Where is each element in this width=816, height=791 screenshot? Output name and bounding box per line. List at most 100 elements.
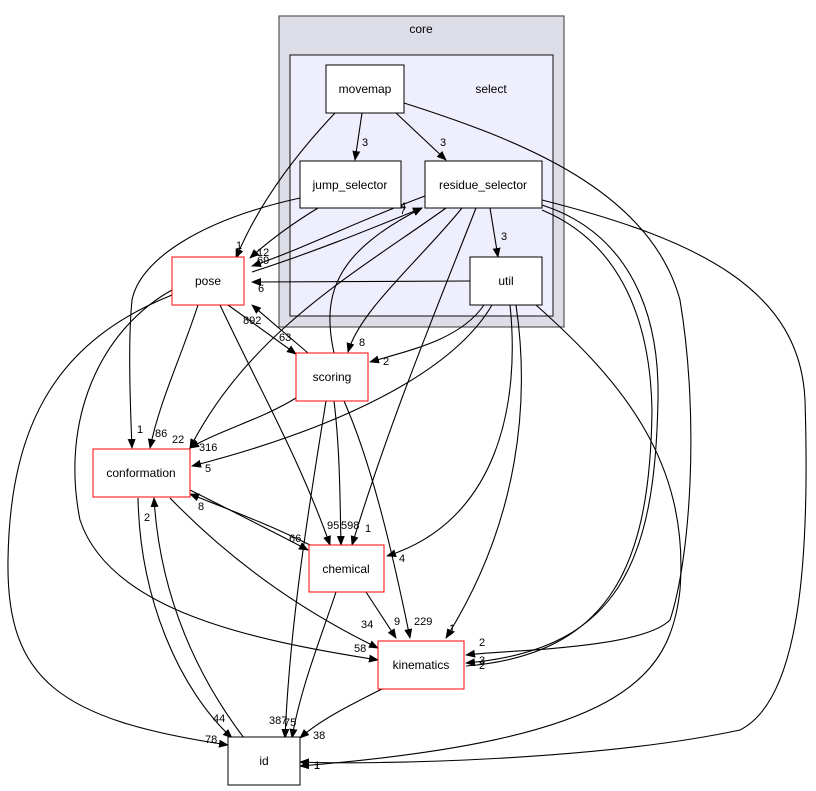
edge-label: 66 (289, 533, 301, 545)
cluster-core-label: core (409, 22, 433, 36)
edge-label: 2 (479, 660, 485, 672)
edge-kinematics-id (299, 687, 385, 739)
edge-conformation-kinematics (169, 497, 379, 649)
edge-pose-chemical (219, 304, 331, 546)
edge-scoring-pose (251, 304, 309, 354)
edge-label: 6 (258, 283, 264, 295)
edge-label: 78 (205, 734, 217, 746)
edge-residue_selector-scoring (346, 207, 463, 353)
edge-chemical-id (289, 591, 337, 739)
edge-label: 1 (137, 424, 143, 436)
node-label: scoring (313, 370, 352, 384)
edge-id-conformation (150, 497, 245, 739)
edge-label: 1 (314, 760, 320, 772)
node-label: pose (195, 274, 221, 288)
node-pose[interactable]: pose (171, 256, 245, 306)
edge-movemap-pose (235, 112, 336, 259)
node-conformation[interactable]: conformation (92, 448, 191, 498)
node-label: conformation (106, 466, 175, 480)
edge-pose-residue_selector (251, 207, 423, 273)
edge-label: 387 (269, 715, 287, 727)
edge-label: 5 (205, 463, 211, 475)
edge-label: 3 (440, 137, 446, 149)
edge-residue_selector-kinematics-2 (465, 209, 653, 667)
edge-jump_selector-conformation (127, 197, 301, 449)
node-kinematics[interactable]: kinematics (377, 640, 465, 690)
edge-residue_selector-pose (251, 195, 426, 267)
edge-label: 12 (257, 247, 269, 259)
edge-scoring-id (281, 400, 327, 739)
edge-label: 229 (414, 616, 432, 628)
node-residue_selector[interactable]: residue_selector (424, 160, 543, 209)
edge-scoring-chemical (333, 400, 345, 546)
edge-scoring-conformation (189, 397, 297, 449)
node-movemap[interactable]: movemap (325, 64, 405, 114)
node-chemical[interactable]: chemical (308, 544, 385, 593)
edge-label: 22 (172, 434, 184, 446)
edge-label: 38 (313, 730, 325, 742)
edge-residue_selector-id (299, 199, 807, 767)
edge-residue_selector-conformation (189, 207, 447, 449)
edge-residue_selector-util (489, 207, 501, 258)
edge-label: 892 (243, 315, 261, 327)
edge-util-scoring (369, 304, 485, 364)
edge-label: 9 (394, 616, 400, 628)
edge-label: 598 (341, 520, 359, 532)
edge-movemap-residue_selector (395, 112, 447, 161)
edge-util-chemical (386, 304, 513, 558)
node-label: kinematics (393, 658, 450, 672)
edge-label: 7 (400, 205, 406, 217)
edge-label: 63 (279, 332, 291, 344)
cluster-select-label: select (475, 82, 507, 96)
edge-chemical-conformation (189, 493, 311, 546)
edge-label: 4 (399, 553, 405, 565)
edge-conformation-id (137, 497, 233, 739)
edge-labels: 3 3 1 2 12 1 3 69 8 22 1 3 1 6 2 5 4 1 1… (137, 137, 507, 772)
edge-residue_selector-kinematics (465, 204, 659, 667)
edge-label: 8 (198, 501, 204, 513)
node-label: movemap (339, 82, 392, 96)
edge-label: 75 (284, 717, 296, 729)
node-jump_selector[interactable]: jump_selector (299, 160, 402, 209)
edge-label: 3 (479, 655, 485, 667)
edge-label: 3 (362, 137, 368, 149)
node-scoring[interactable]: scoring (295, 352, 369, 402)
edges (7, 102, 807, 770)
edge-label: 95 (327, 520, 339, 532)
edge-label: 4 (400, 201, 406, 213)
edge-util-kinematics (445, 304, 522, 639)
edge-pose-conformation (147, 304, 199, 449)
edge-label: 3 (501, 231, 507, 243)
edge-conformation-chemical (189, 489, 309, 551)
edge-util-id (299, 304, 682, 770)
edge-pose-id (7, 294, 229, 748)
edge-pose-kinematics (74, 289, 379, 663)
edge-movemap-kinematics (403, 102, 692, 658)
node-id[interactable]: id (227, 736, 301, 786)
edge-label: 2 (479, 637, 485, 649)
edge-label: 86 (155, 428, 167, 440)
edge-label: 8 (359, 337, 365, 349)
node-label: chemical (322, 562, 369, 576)
edge-label: 2 (383, 356, 389, 368)
edge-chemical-kinematics (365, 591, 397, 639)
edge-jump_selector-pose (249, 207, 319, 259)
edge-label: 44 (213, 713, 225, 725)
edge-pose-scoring (227, 304, 297, 355)
edge-label: 34 (361, 619, 373, 631)
edge-movemap-jump_selector (352, 112, 363, 161)
edge-label: 1 (236, 240, 242, 252)
edge-label: 1 (314, 760, 320, 772)
node-label: residue_selector (439, 178, 527, 192)
node-label: id (259, 754, 268, 768)
edge-scoring-residue_selector (329, 207, 423, 354)
node-util[interactable]: util (469, 256, 543, 306)
edge-residue_selector-chemical (350, 207, 477, 546)
edge-util-conformation (191, 304, 493, 468)
node-label: util (498, 274, 513, 288)
edge-label: 2 (144, 512, 150, 524)
edge-label: 316 (199, 442, 217, 454)
edge-label: 1 (449, 623, 455, 635)
edge-label: 69 (257, 255, 269, 267)
